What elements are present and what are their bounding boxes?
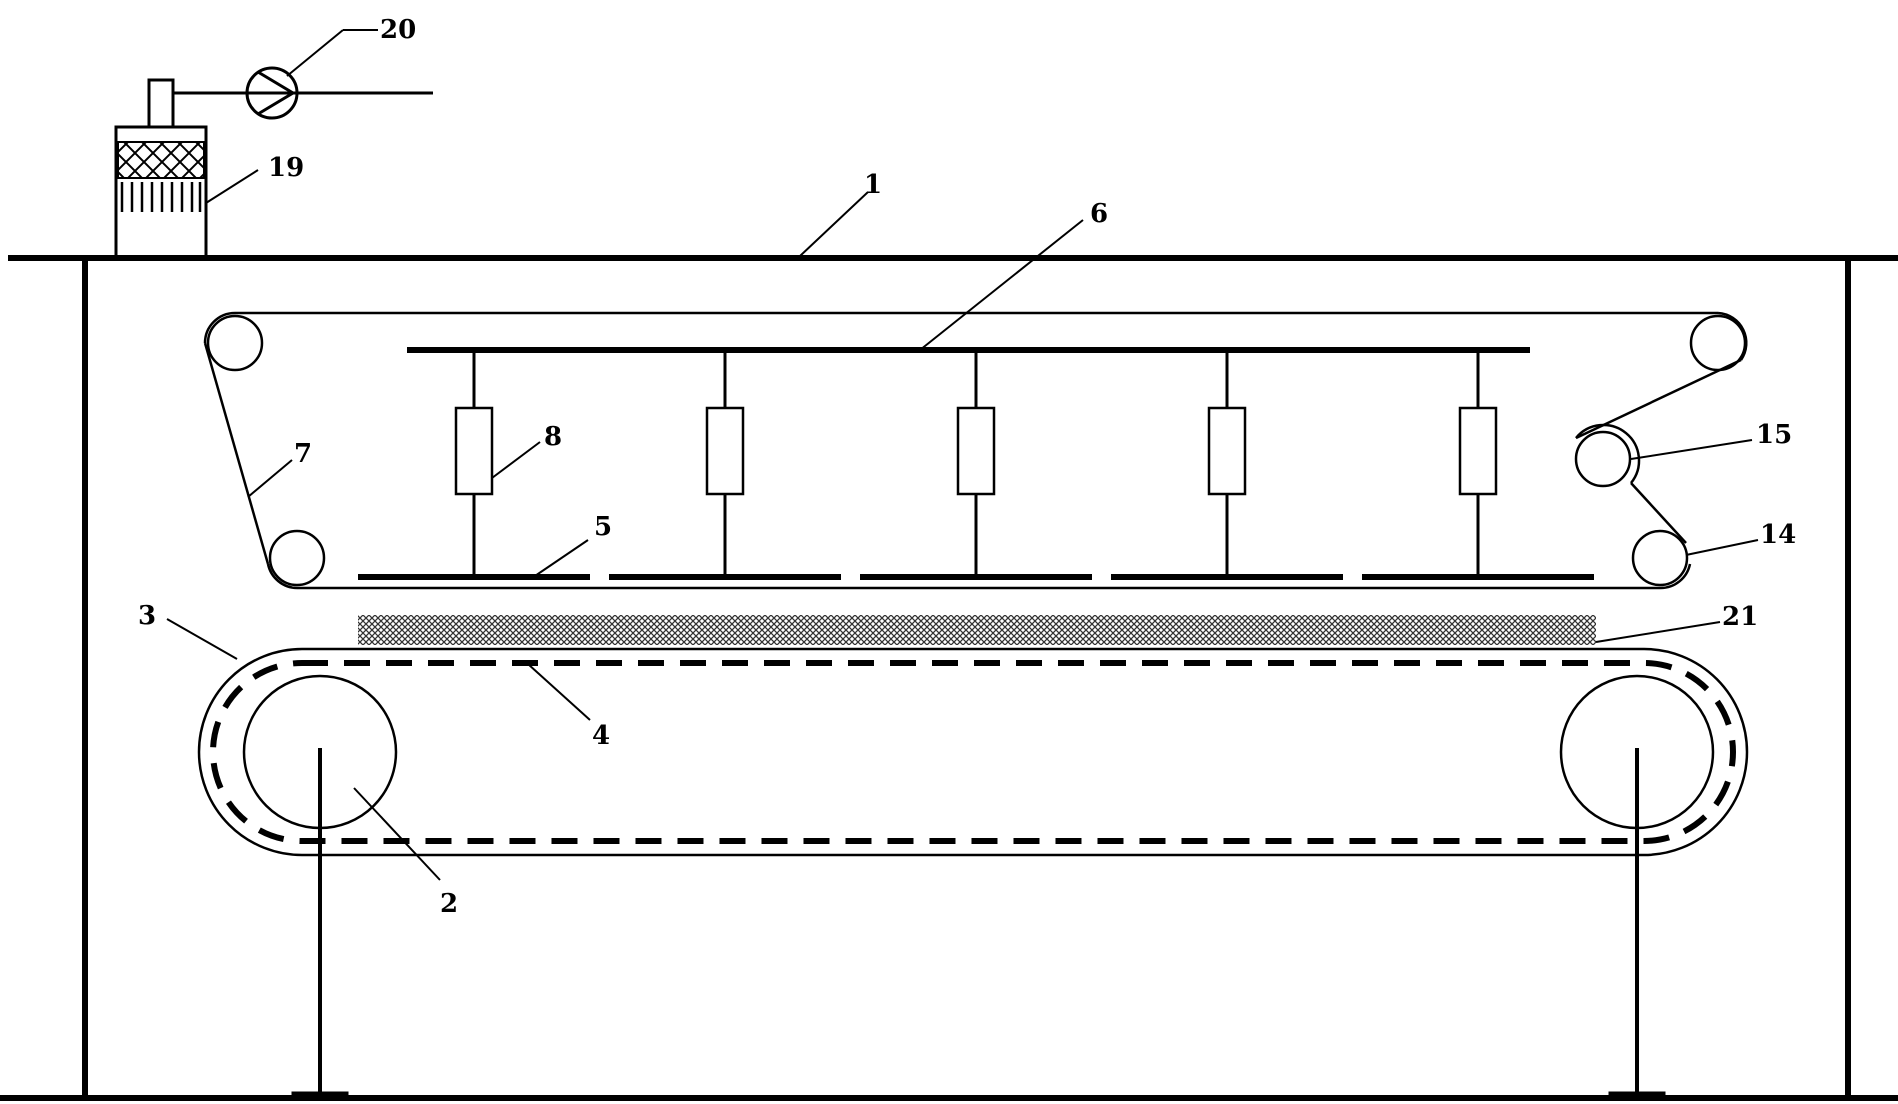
spring-elements bbox=[454, 406, 1498, 496]
label-8: 8 bbox=[544, 422, 562, 452]
filter-fin-layer bbox=[120, 182, 202, 212]
label-14: 14 bbox=[1760, 520, 1796, 550]
label-21: 21 bbox=[1722, 602, 1758, 632]
label-4: 4 bbox=[592, 721, 610, 751]
roller-top-left bbox=[206, 314, 264, 372]
roller-14 bbox=[1631, 529, 1689, 587]
label-7: 7 bbox=[294, 439, 312, 469]
label-5: 5 bbox=[594, 512, 612, 542]
filter-mesh-layer bbox=[117, 141, 205, 179]
label-3: 3 bbox=[138, 601, 156, 631]
pump-icon bbox=[245, 66, 299, 120]
conveyor-outline bbox=[197, 647, 1749, 857]
leader-lines bbox=[166, 29, 1759, 881]
roller-bottom-left bbox=[268, 529, 326, 587]
label-20: 20 bbox=[380, 15, 416, 45]
filter-box bbox=[114, 66, 433, 260]
main-frame bbox=[0, 255, 1898, 1101]
lower-conveyor bbox=[197, 647, 1749, 1100]
press-assembly bbox=[358, 347, 1594, 580]
foot-right bbox=[1608, 1091, 1666, 1100]
roller-15 bbox=[1574, 430, 1632, 488]
pump-arrow-icon bbox=[257, 70, 296, 116]
label-1: 1 bbox=[864, 170, 882, 200]
label-6: 6 bbox=[1090, 199, 1108, 229]
dashed-belt bbox=[210, 660, 1736, 844]
foot-left bbox=[291, 1091, 349, 1100]
label-19: 19 bbox=[268, 153, 304, 183]
exhaust-stack bbox=[147, 78, 175, 129]
upper-belt bbox=[203, 311, 1748, 590]
label-2: 2 bbox=[440, 889, 458, 919]
material-layer bbox=[358, 615, 1596, 645]
reference-labels: 1 2 3 4 5 6 7 8 14 15 19 20 21 bbox=[138, 15, 1796, 919]
label-15: 15 bbox=[1756, 420, 1792, 450]
